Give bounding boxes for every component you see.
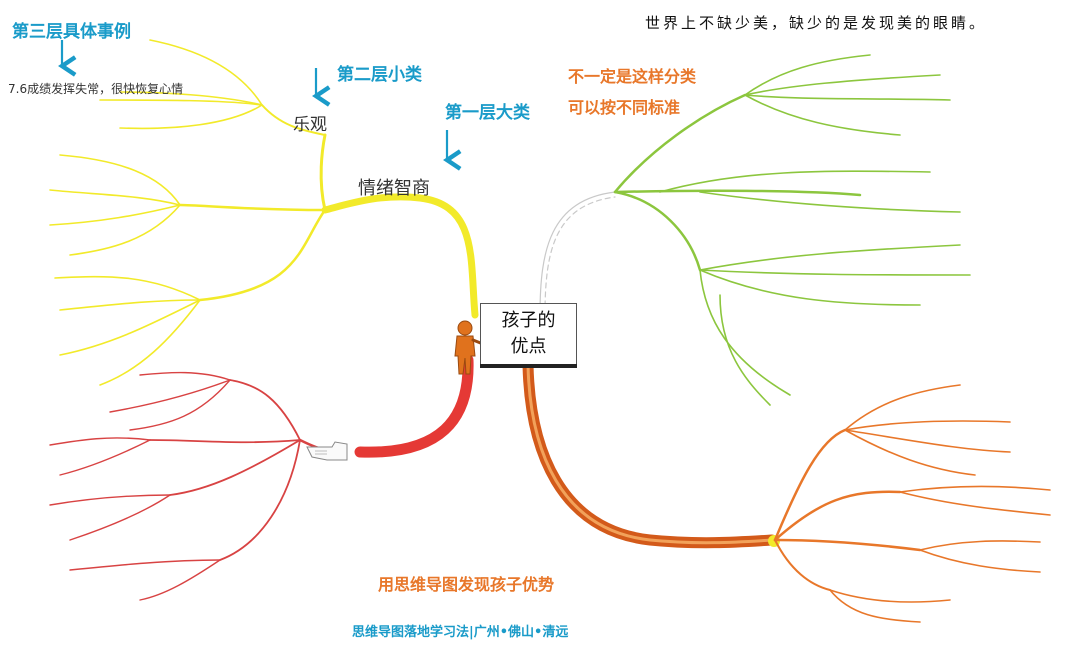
- yellow-main-trunk: [321, 193, 479, 319]
- annotation-level2: 第二层小类: [337, 65, 422, 85]
- annotation-note-line2: 可以按不同标准: [568, 98, 681, 117]
- quote-text: 世界上不缺少美，缺少的是发现美的眼睛。: [645, 14, 988, 32]
- red-main-trunk: [354, 354, 474, 458]
- green-branch: [535, 54, 971, 406]
- annotation-level1: 第一层大类: [445, 103, 530, 123]
- branch-label-example[interactable]: 7.6成绩发挥失常，很快恢复心情: [8, 82, 184, 96]
- annotation-level3: 第三层具体事例: [12, 22, 131, 42]
- branch-label-emotional-quotient[interactable]: 情绪智商: [358, 178, 430, 199]
- yellow-branch: [49, 39, 479, 386]
- pointing-hand-icon: [306, 441, 348, 461]
- annotation-arrows: [58, 40, 462, 171]
- red-branch: [49, 354, 474, 601]
- green-main-trunk: [535, 187, 620, 320]
- orange-main-trunk: [522, 359, 778, 549]
- footer-credit: 思维导图落地学习法|广州•佛山•清远: [352, 625, 569, 640]
- presenter-figure-icon: [454, 320, 485, 375]
- center-node-line1: 孩子的: [501, 310, 556, 331]
- orange-branch: [522, 359, 1051, 623]
- annotation-note-line1: 不一定是这样分类: [568, 67, 697, 86]
- center-node[interactable]: 孩子的 优点: [480, 303, 577, 365]
- center-node-line2: 优点: [510, 336, 547, 357]
- footer-slogan: 用思维导图发现孩子优势: [378, 575, 555, 594]
- branch-label-optimism[interactable]: 乐观: [293, 115, 327, 135]
- center-node-underline: [480, 364, 577, 368]
